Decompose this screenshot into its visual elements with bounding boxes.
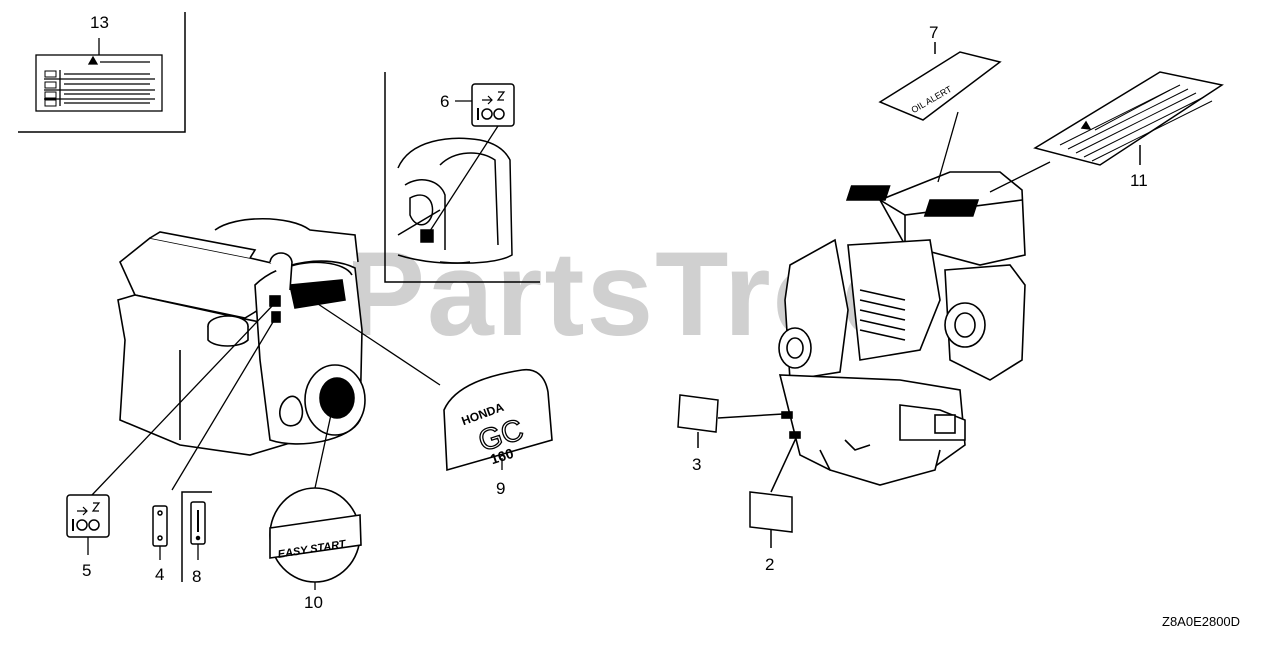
right-engine bbox=[778, 171, 1026, 486]
callout-2: 2 bbox=[765, 555, 774, 574]
tag-4[interactable] bbox=[152, 505, 168, 547]
callout-13: 13 bbox=[90, 13, 109, 32]
leader-7 bbox=[937, 111, 959, 183]
oil-alert-label-7[interactable] bbox=[878, 42, 1002, 121]
model-number: 160 bbox=[488, 445, 515, 468]
easy-start-emblem-10[interactable] bbox=[269, 487, 362, 583]
leader-9 bbox=[317, 303, 503, 470]
left-engine bbox=[117, 218, 366, 456]
decal-5[interactable] bbox=[66, 494, 110, 538]
inset-frame-6 bbox=[384, 72, 540, 283]
leader-4 bbox=[159, 316, 277, 560]
callout-4: 4 bbox=[155, 565, 164, 584]
callout-8: 8 bbox=[192, 567, 201, 586]
model-decal-9[interactable] bbox=[443, 368, 553, 472]
oil-alert-text: OIL ALERT bbox=[909, 84, 953, 115]
caution-label-13[interactable] bbox=[35, 38, 163, 112]
leader-5 bbox=[87, 303, 275, 555]
callout-9: 9 bbox=[496, 479, 505, 498]
callout-3: 3 bbox=[692, 455, 701, 474]
inset-frame-13 bbox=[18, 12, 186, 133]
callout-5: 5 bbox=[82, 561, 91, 580]
caution-label-11[interactable] bbox=[1033, 71, 1224, 166]
callout-10: 10 bbox=[304, 593, 323, 612]
diagram-code: Z8A0E2800D bbox=[1162, 614, 1240, 629]
inset-detail-6 bbox=[397, 137, 513, 264]
decal-6[interactable] bbox=[471, 83, 515, 127]
callout-11: 11 bbox=[1130, 171, 1148, 190]
leader-11 bbox=[989, 161, 1051, 193]
leader-10 bbox=[314, 409, 333, 590]
callout-6: 6 bbox=[440, 92, 449, 111]
callout-7: 7 bbox=[929, 23, 938, 42]
leader-6 bbox=[427, 100, 499, 235]
label-3[interactable] bbox=[677, 394, 784, 448]
label-2[interactable] bbox=[749, 437, 797, 548]
